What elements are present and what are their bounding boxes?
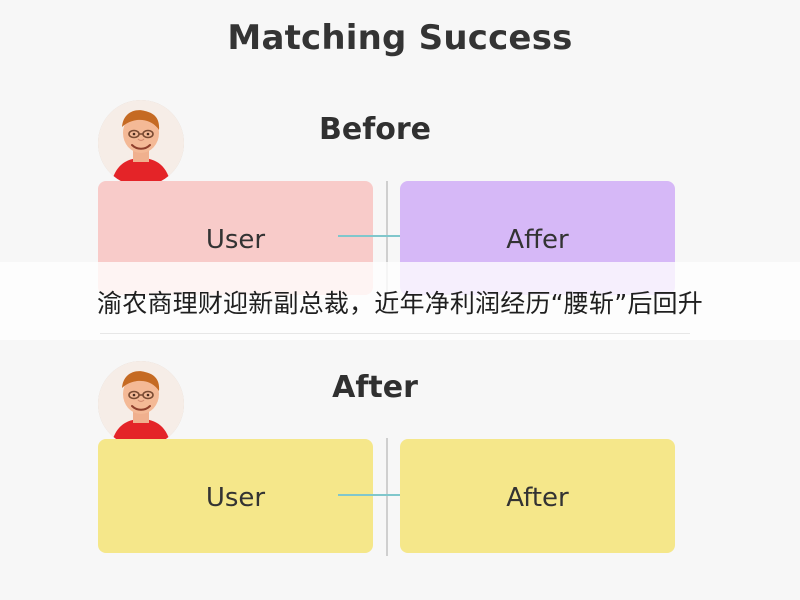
before-avatar-icon [98, 100, 184, 186]
after-heading: After [332, 370, 418, 405]
after-after-label: After [506, 483, 569, 513]
after-user-label: User [205, 483, 266, 513]
before-divider [386, 181, 388, 295]
after-divider [386, 438, 388, 556]
person-avatar-icon [98, 100, 184, 186]
news-caption: 渝农商理财迎新副总裁，近年净利润经历“腰斩”后回升 [97, 289, 703, 318]
before-connector-line [338, 235, 435, 237]
before-heading: Before [318, 112, 432, 147]
before-affer-label: Affer [506, 225, 569, 255]
before-user-label: User [205, 225, 266, 255]
page-title: Matching Success [227, 18, 573, 58]
caption-background [0, 262, 800, 340]
caption-separator [100, 333, 690, 334]
after-after-card: After [400, 439, 675, 553]
person-avatar-icon [98, 361, 184, 447]
after-avatar-icon [98, 361, 184, 447]
after-connector-line [338, 494, 435, 496]
after-user-card: User [98, 439, 373, 553]
